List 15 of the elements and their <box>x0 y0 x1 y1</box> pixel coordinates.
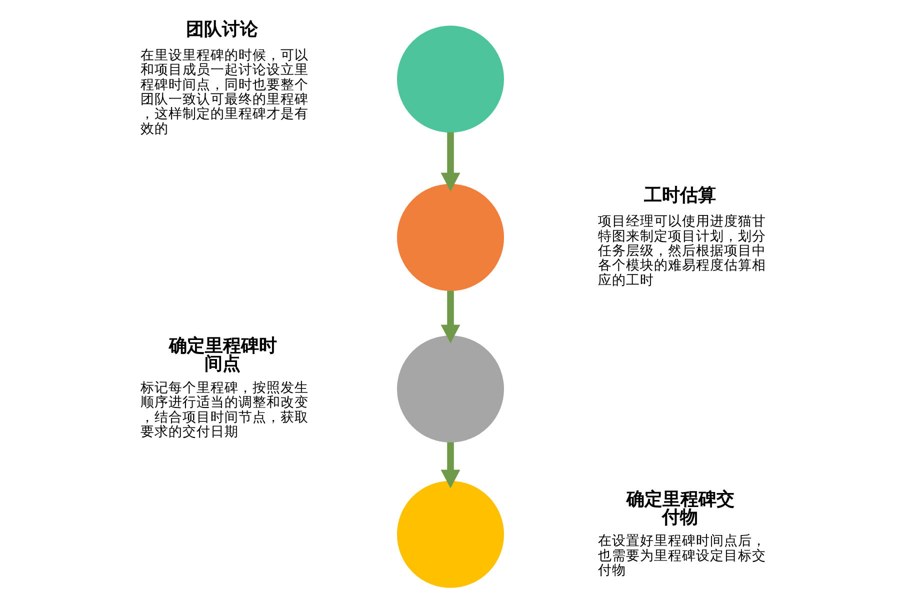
node-circle <box>396 480 504 588</box>
node-label: 项目经理可以使用进度猫甘特图来制定项目计划，划分任务层级，然后根据项目中各个模块的难易程度估算相应的工时 <box>598 214 766 288</box>
arrow <box>440 132 460 192</box>
node-circle <box>396 26 504 133</box>
node-label: 在里设里程碑的时候，可以和项目成员一起讨论设立里程碑时间点，同时也要整个团队一致认可最终的里程碑，这样制定的里程碑才是有效的 <box>140 48 308 137</box>
node-label: 标记每个里程碑，按照发生顺序进行适当的调整和改变，结合项目时间节点，获取要求的交付日期 <box>140 380 308 440</box>
node-label: 确定里程碑交付物 <box>626 488 734 528</box>
node-label: 确定里程碑时间点 <box>168 336 276 375</box>
arrow <box>440 442 460 488</box>
node-label: 团队讨论 <box>186 18 258 40</box>
arrow <box>440 290 460 344</box>
node-label: 在设置好里程碑时间点后，也需要为里程碑设定目标交付物 <box>598 533 766 579</box>
node-label: 工时估算 <box>643 185 716 206</box>
node-circle <box>396 184 504 291</box>
node-circle <box>396 336 504 443</box>
